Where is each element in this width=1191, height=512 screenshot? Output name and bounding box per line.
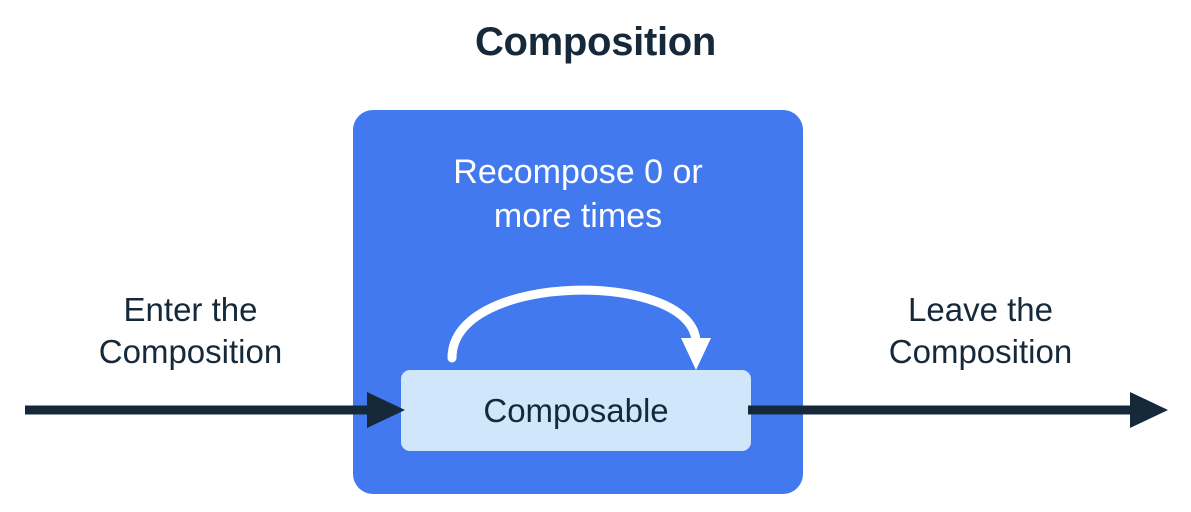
recompose-loop-arrow-icon (447, 285, 711, 370)
enter-composition-label: Enter the Composition (98, 291, 283, 371)
page-title: Composition (474, 20, 717, 64)
composable-label: Composable (483, 392, 669, 429)
enter-composition-arrow-icon (25, 392, 405, 428)
recompose-caption: Recompose 0 or more times (453, 153, 703, 235)
leave-composition-arrow-icon (748, 392, 1168, 428)
leave-composition-label: Leave the Composition (888, 291, 1073, 371)
composable-node: Composable (401, 370, 751, 451)
